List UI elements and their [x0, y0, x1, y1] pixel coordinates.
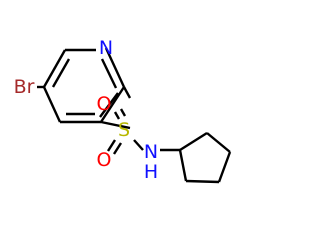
atom-n-amide: N — [144, 141, 158, 163]
bond-ring-to-s — [100, 120, 131, 130]
bond-n-c2-inner — [100, 58, 118, 89]
bond-s-o-upper-b — [119, 108, 127, 117]
bond-s-n — [133, 139, 144, 151]
bond-s-o-lower-b — [112, 142, 123, 155]
bond-cp1-cp2 — [179, 131, 208, 152]
bond-cp5-cp1 — [178, 149, 188, 182]
bond-c3-s — [122, 86, 132, 99]
atom-s: S — [118, 119, 130, 141]
atom-br: Br — [14, 76, 35, 98]
bond-c5-c6 — [42, 49, 67, 88]
atom-n-ring: N — [99, 37, 113, 59]
bond-c2-c3 — [99, 86, 126, 123]
molecule-canvas: Br N S O O N H — [13, 37, 232, 184]
bond-c3-c3-inner — [99, 92, 119, 118]
bond-n-c2 — [104, 47, 126, 88]
bond-cp4-cp5 — [185, 179, 220, 184]
atom-o-upper: O — [97, 93, 112, 115]
atom-o-lower: O — [97, 149, 112, 171]
bond-c5-c6-inner — [51, 58, 71, 88]
bond-c4-c5 — [42, 86, 62, 123]
bond-s-o-upper-a — [113, 111, 121, 120]
atom-h-amide: H — [144, 161, 158, 183]
molecule-structure: Br N S O O N H — [14, 37, 232, 184]
bond-cp2-cp3 — [206, 132, 231, 153]
bond-s-o-lower-a — [106, 139, 117, 152]
bond-cp3-cp4 — [217, 151, 232, 183]
